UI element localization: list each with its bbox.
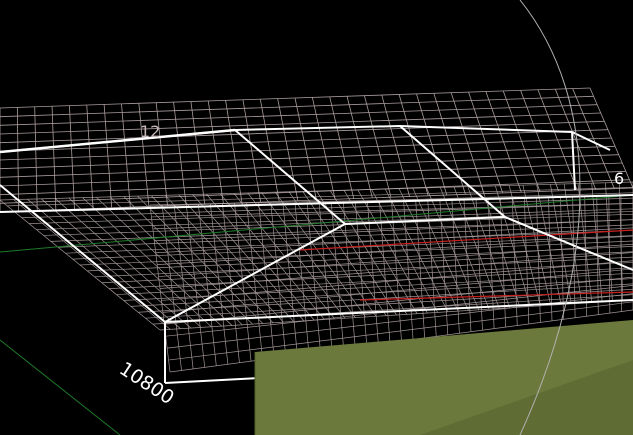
front-base-edge xyxy=(164,299,633,323)
dimension-label-right: 6 xyxy=(614,169,624,188)
upper-grid-line-v xyxy=(0,179,630,204)
under-grid-line-v xyxy=(154,219,633,242)
slope-edge-right xyxy=(504,216,633,271)
outer-edge-left xyxy=(0,184,166,323)
upper-grid-line-v xyxy=(0,95,594,118)
under-grid-line-v xyxy=(152,211,633,230)
green-axis-line xyxy=(0,194,633,253)
lower-grid-line-v xyxy=(109,262,633,289)
mid-edge-line xyxy=(0,194,633,213)
under-grid-line-v xyxy=(158,243,633,277)
solid-block-shade xyxy=(420,360,633,435)
upper-grid-line-v xyxy=(0,87,591,109)
lower-grid-line-v xyxy=(116,267,633,295)
under-grid-line-v xyxy=(168,301,633,361)
lower-grid-line-v xyxy=(101,256,633,284)
red-axis-line-lower xyxy=(359,291,633,301)
green-axis-diagonal xyxy=(0,339,121,435)
lower-grid-line-v xyxy=(36,208,633,230)
upper-grid-line-v xyxy=(0,112,601,135)
slope-edge-left xyxy=(164,223,346,323)
hip-edge-left xyxy=(234,129,346,225)
upper-grid-line-v xyxy=(0,120,605,144)
solid-block xyxy=(254,320,633,435)
top-edge-front xyxy=(0,128,236,154)
lower-grid-line-v xyxy=(50,219,633,242)
right-vertical-edge xyxy=(571,131,576,191)
orbit-circle-arc[interactable] xyxy=(519,0,581,435)
under-grid-line-v xyxy=(161,260,633,301)
under-grid-line-v xyxy=(162,268,633,313)
lower-grid-line-v xyxy=(29,203,633,224)
axis-lines xyxy=(0,194,633,435)
under-grid-line-v xyxy=(151,202,633,218)
lower-grid-line-v xyxy=(7,187,633,207)
ridge-bottom-edge xyxy=(344,216,506,225)
lower-grid-line-v xyxy=(65,229,633,254)
upper-grid-line-v xyxy=(0,137,612,161)
under-grid-line-v xyxy=(155,227,633,254)
upper-grid-line-v xyxy=(0,162,623,187)
upper-grid-line-v xyxy=(0,170,626,196)
upper-grid-plane xyxy=(0,87,633,213)
lower-grid-line-v xyxy=(138,283,633,313)
lower-grid-line-v xyxy=(94,251,633,278)
upper-grid-line-v xyxy=(0,129,608,152)
upper-grid-line-v xyxy=(0,145,616,170)
upper-grid-line-v xyxy=(0,104,598,126)
hip-edge-right xyxy=(399,125,506,218)
model-edges xyxy=(0,124,633,384)
under-grid-line-v xyxy=(157,235,633,265)
right-top-edge xyxy=(571,131,611,151)
dimension-label-top: 12 xyxy=(140,122,160,141)
lower-grid-line-v xyxy=(43,213,633,236)
bottom-edge-line xyxy=(164,377,261,384)
under-grid-line-v xyxy=(164,276,633,325)
lower-grid-line-v xyxy=(0,181,633,201)
lower-grid-line-v xyxy=(159,299,633,331)
upper-grid-line-v xyxy=(0,154,619,178)
